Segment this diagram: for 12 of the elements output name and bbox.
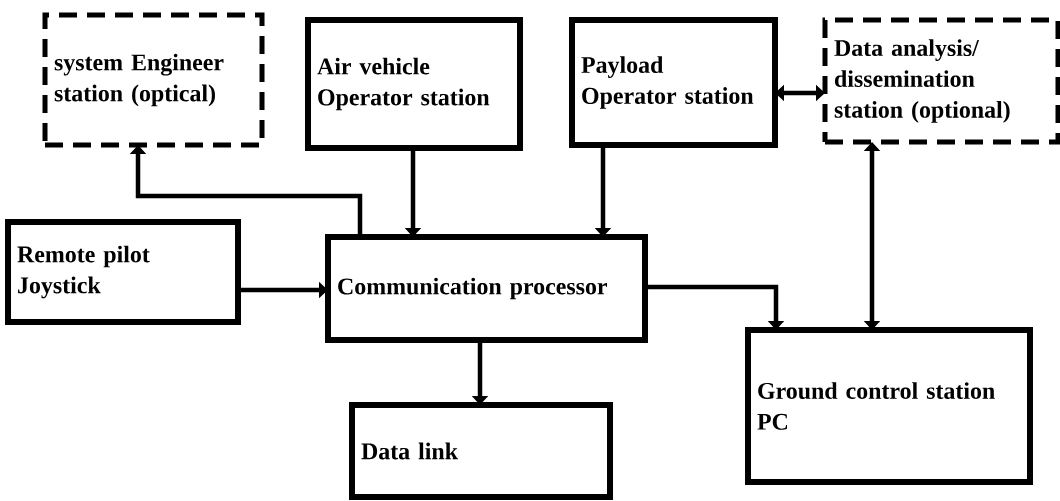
box: Ground control station PC [745, 327, 1033, 485]
dashed-box: Data analysis/ dissemination station (optional) [822, 17, 1060, 145]
dashed-box: system Engineer station (optical) [42, 12, 265, 148]
box: Payload Operator station [569, 17, 778, 148]
arrow [775, 84, 825, 102]
box: Communication processor [325, 234, 648, 343]
box: Remote pilot Joystick [5, 219, 241, 325]
arrow [863, 142, 881, 330]
arrow [129, 145, 363, 237]
box: Air vehicle Operator station [305, 17, 523, 151]
arrow [645, 284, 785, 330]
box: Data link [349, 402, 613, 500]
